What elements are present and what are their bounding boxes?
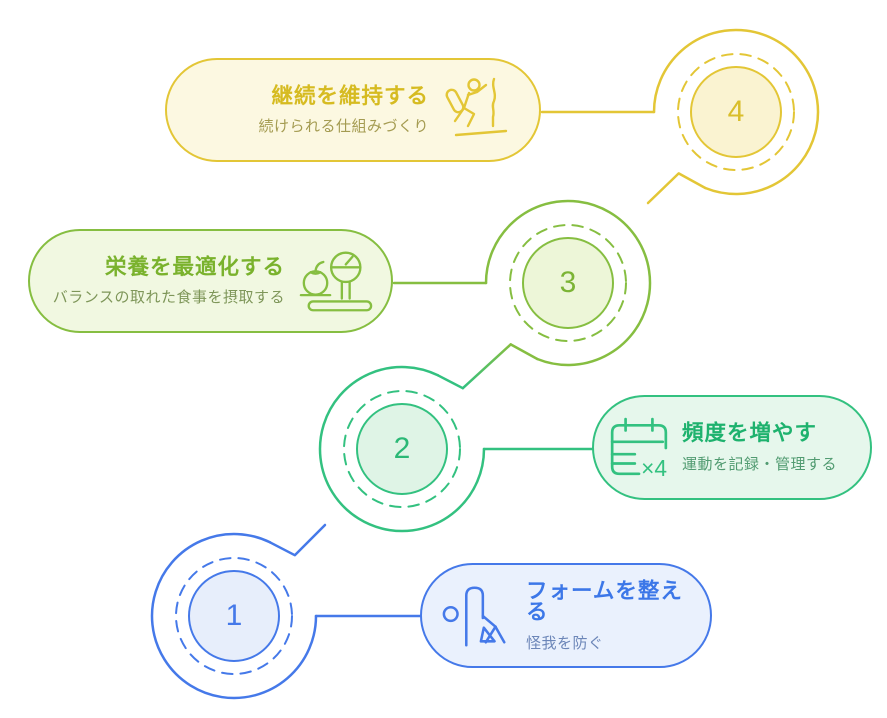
step-1-ring	[150, 532, 318, 700]
step-1-number: 1	[225, 599, 243, 632]
calendar-x4-label: ×4	[641, 454, 667, 479]
step-3-number: 3	[559, 266, 577, 299]
step-4-ring	[652, 28, 820, 196]
step-1-node	[150, 523, 422, 700]
step-2-inner-circle	[356, 403, 448, 495]
connector-step2-to-step1	[268, 523, 327, 557]
step-2-title: 頻度を増やす	[682, 421, 818, 446]
step-2-node	[318, 365, 594, 533]
step-4-dashed-circle	[677, 53, 795, 171]
step-3-dashed-circle	[509, 224, 627, 342]
step-3-subtitle: バランスの取れた食事を摂取する	[52, 289, 285, 307]
step-4-number: 4	[727, 95, 745, 128]
step-1-title: フォームを整える	[526, 578, 683, 624]
step-2-notch	[436, 374, 465, 390]
step-3-inner-circle	[522, 237, 614, 329]
step-1-subtitle: 怪我を防ぐ	[526, 634, 604, 652]
step-4-card: 継続を維持する 続けられる仕組みづくり	[165, 58, 541, 162]
step-3-node	[392, 199, 652, 390]
step-4-subtitle: 続けられる仕組みづくり	[258, 118, 429, 136]
step-3-tail	[509, 343, 539, 361]
step-4-inner-circle	[690, 66, 782, 158]
step-2-dashed-circle	[343, 390, 461, 508]
apple-scale-icon	[297, 247, 375, 315]
step-2-subtitle: 運動を記録・管理する	[682, 455, 838, 473]
step-4-node	[540, 28, 820, 205]
step-1-inner-circle	[188, 570, 280, 662]
step-3-ring	[484, 199, 652, 367]
climber-icon	[441, 77, 521, 143]
step-2-card: ×4 頻度を増やす 運動を記録・管理する	[592, 395, 872, 500]
step-2-number: 2	[393, 432, 411, 465]
step-4-title: 継続を維持する	[271, 83, 429, 108]
calendar-icon: ×4	[608, 416, 670, 480]
step-3-title: 栄養を最適化する	[104, 254, 285, 279]
connector-step3-to-step2	[461, 343, 512, 390]
connector-step4-to-step3	[646, 172, 707, 205]
step-1-card: フォームを整える 怪我を防ぐ	[420, 563, 712, 668]
step-2-ring	[318, 365, 486, 533]
stretching-person-icon	[440, 584, 514, 648]
step-1-dashed-circle	[175, 557, 293, 675]
step-3-card: 栄養を最適化する バランスの取れた食事を摂取する	[28, 229, 393, 333]
